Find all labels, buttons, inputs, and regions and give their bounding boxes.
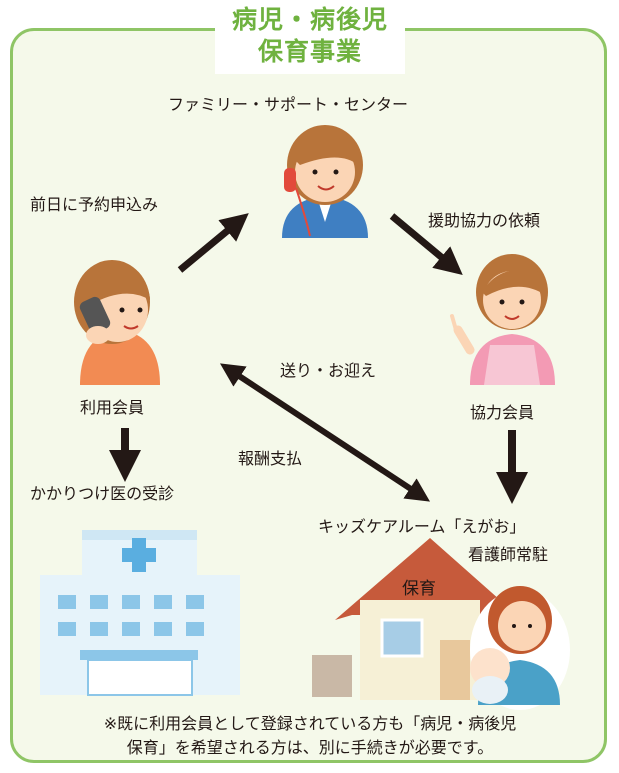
node-family-support-center: ファミリー・サポート・センター bbox=[168, 95, 409, 114]
note-line-2: 保育」を希望される方は、別に手続きが必要です。 bbox=[126, 738, 494, 757]
nurse-with-baby-illustration bbox=[470, 586, 570, 710]
edge-pickup-label: 送り・お迎え bbox=[280, 361, 377, 380]
node-childcare: 保育 bbox=[402, 579, 436, 599]
edge-request-label: 援助協力の依頼 bbox=[428, 211, 541, 230]
node-nurse-resident: 看護師常駐 bbox=[468, 545, 549, 564]
node-cooperating-member: 協力会員 bbox=[470, 403, 535, 422]
house-illustration bbox=[312, 538, 500, 700]
operator-illustration bbox=[282, 125, 368, 238]
arrow-request bbox=[389, 213, 463, 275]
node-kids-care-room: キッズケアルーム「えがお」 bbox=[318, 517, 526, 536]
hospital-illustration bbox=[40, 530, 240, 696]
title-line-2: 保育事業 bbox=[257, 37, 362, 66]
node-family-doctor: かかりつけ医の受診 bbox=[30, 484, 175, 503]
node-user-member: 利用会員 bbox=[80, 398, 145, 417]
user-member-illustration bbox=[74, 260, 160, 385]
arrow-reserve bbox=[177, 213, 249, 273]
title-line-1: 病児・病後児 bbox=[231, 5, 388, 34]
edge-reserve-label: 前日に予約申込み bbox=[30, 195, 159, 214]
edge-payment-label: 報酬支払 bbox=[238, 449, 303, 468]
note-line-1: ※既に利用会員として登録されている方も「病児・病後児 bbox=[103, 714, 517, 733]
cooperating-member-illustration bbox=[450, 254, 555, 385]
title-block: 病児・病後児 保育事業 bbox=[215, 4, 405, 74]
arrow-pickup-payment bbox=[219, 363, 431, 502]
